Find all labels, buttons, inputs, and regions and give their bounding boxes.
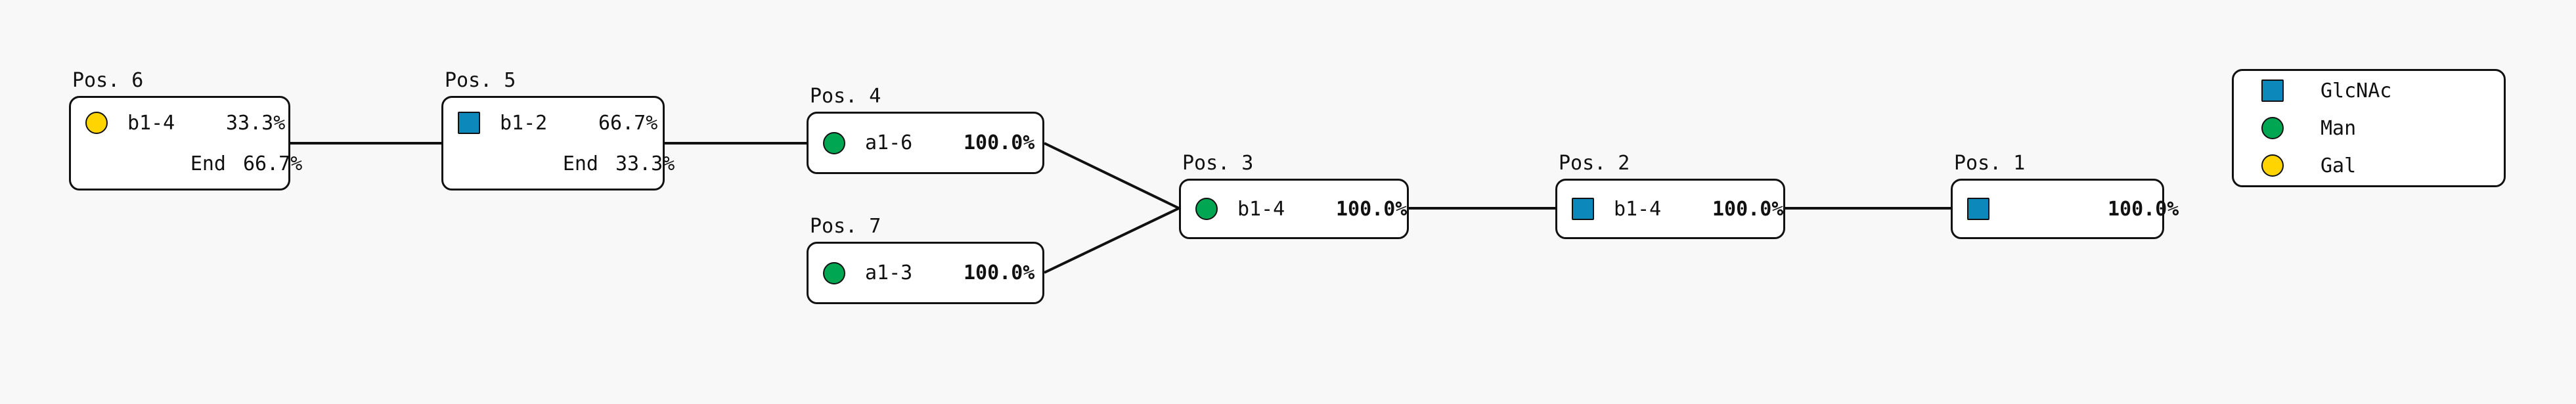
- node-pos-5[interactable]: Pos. 5 b1-2 66.7% End 33.3%: [441, 69, 675, 191]
- legend-item-man: Man: [2261, 110, 2504, 147]
- percentage-value: 100.0%: [1336, 197, 1408, 221]
- glyph-cell: [1967, 198, 2009, 220]
- percentage-value: 66.7%: [598, 111, 658, 135]
- glyph-cell: [85, 112, 127, 134]
- gal-circle-icon: [85, 112, 108, 134]
- node-row: b1-2 66.7%: [443, 102, 663, 143]
- node-pos-1[interactable]: Pos. 1 100.0%: [1951, 152, 2179, 239]
- percentage-value: 100.0%: [2108, 197, 2179, 221]
- edge-pos7-pos3: [1044, 207, 1180, 274]
- node-label-pos-3: Pos. 3: [1182, 152, 1254, 175]
- percentage-value: 33.3%: [226, 111, 286, 135]
- node-row: End 33.3%: [443, 143, 675, 184]
- node-row: b1-4 100.0%: [1181, 181, 1407, 237]
- legend-item-label: Gal: [2321, 154, 2357, 177]
- node-label-pos-7: Pos. 7: [810, 215, 881, 238]
- legend-panel: GlcNAc Man Gal: [2232, 69, 2506, 187]
- node-row: b1-4 100.0%: [1557, 181, 1783, 237]
- man-circle-icon: [823, 261, 845, 284]
- node-row: 100.0%: [1953, 181, 2179, 237]
- man-circle-icon: [1195, 198, 1218, 220]
- legend-item-label: GlcNAc: [2321, 79, 2392, 102]
- linkage-label: b1-4: [1237, 197, 1285, 221]
- linkage-label: b1-4: [127, 111, 175, 135]
- percentage-value: 100.0%: [1712, 197, 1784, 221]
- node-pos-3[interactable]: Pos. 3 b1-4 100.0%: [1179, 152, 1409, 239]
- node-pos-4[interactable]: Pos. 4 a1-6 100.0%: [807, 85, 1044, 174]
- node-pos-6[interactable]: Pos. 6 b1-4 33.3% End 66.7%: [69, 69, 303, 191]
- node-label-pos-5: Pos. 5: [445, 69, 516, 92]
- linkage-label: a1-3: [865, 261, 913, 284]
- linkage-label: End: [190, 152, 226, 175]
- node-label-pos-1: Pos. 1: [1954, 152, 2026, 175]
- node-label-pos-6: Pos. 6: [72, 69, 144, 92]
- linkage-label: a1-6: [865, 131, 913, 154]
- node-pos-7[interactable]: Pos. 7 a1-3 100.0%: [807, 215, 1044, 304]
- percentage-value: 100.0%: [964, 261, 1035, 284]
- glyph-cell: [458, 112, 500, 134]
- man-circle-icon: [823, 131, 845, 154]
- node-row: End 66.7%: [71, 143, 303, 184]
- glcnac-square-icon: [1572, 198, 1594, 220]
- glcnac-square-icon: [2261, 79, 2284, 102]
- man-circle-icon: [2261, 117, 2284, 139]
- linkage-label: End: [562, 152, 598, 175]
- glcnac-square-icon: [458, 112, 480, 134]
- glyph-cell: [1572, 198, 1614, 220]
- node-label-pos-4: Pos. 4: [810, 85, 881, 108]
- legend-item-gal: Gal: [2261, 147, 2504, 185]
- edge-pos4-pos3: [1044, 142, 1180, 210]
- node-label-pos-2: Pos. 2: [1559, 152, 1630, 175]
- percentage-value: 100.0%: [964, 131, 1035, 154]
- node-row: b1-4 33.3%: [71, 102, 288, 143]
- linkage-label: b1-4: [1614, 197, 1662, 221]
- percentage-value: 33.3%: [615, 152, 675, 175]
- legend-item-glcnac: GlcNAc: [2261, 72, 2504, 110]
- legend-item-label: Man: [2321, 116, 2357, 140]
- gal-circle-icon: [2261, 154, 2284, 177]
- percentage-value: 66.7%: [243, 152, 303, 175]
- node-pos-2[interactable]: Pos. 2 b1-4 100.0%: [1555, 152, 1785, 239]
- node-row: a1-6 100.0%: [809, 114, 1042, 172]
- glyph-cell: [823, 261, 865, 284]
- glyph-cell: [1195, 198, 1237, 220]
- glyph-cell: [823, 131, 865, 154]
- linkage-label: b1-2: [500, 111, 548, 135]
- node-row: a1-3 100.0%: [809, 244, 1042, 302]
- glcnac-square-icon: [1967, 198, 1989, 220]
